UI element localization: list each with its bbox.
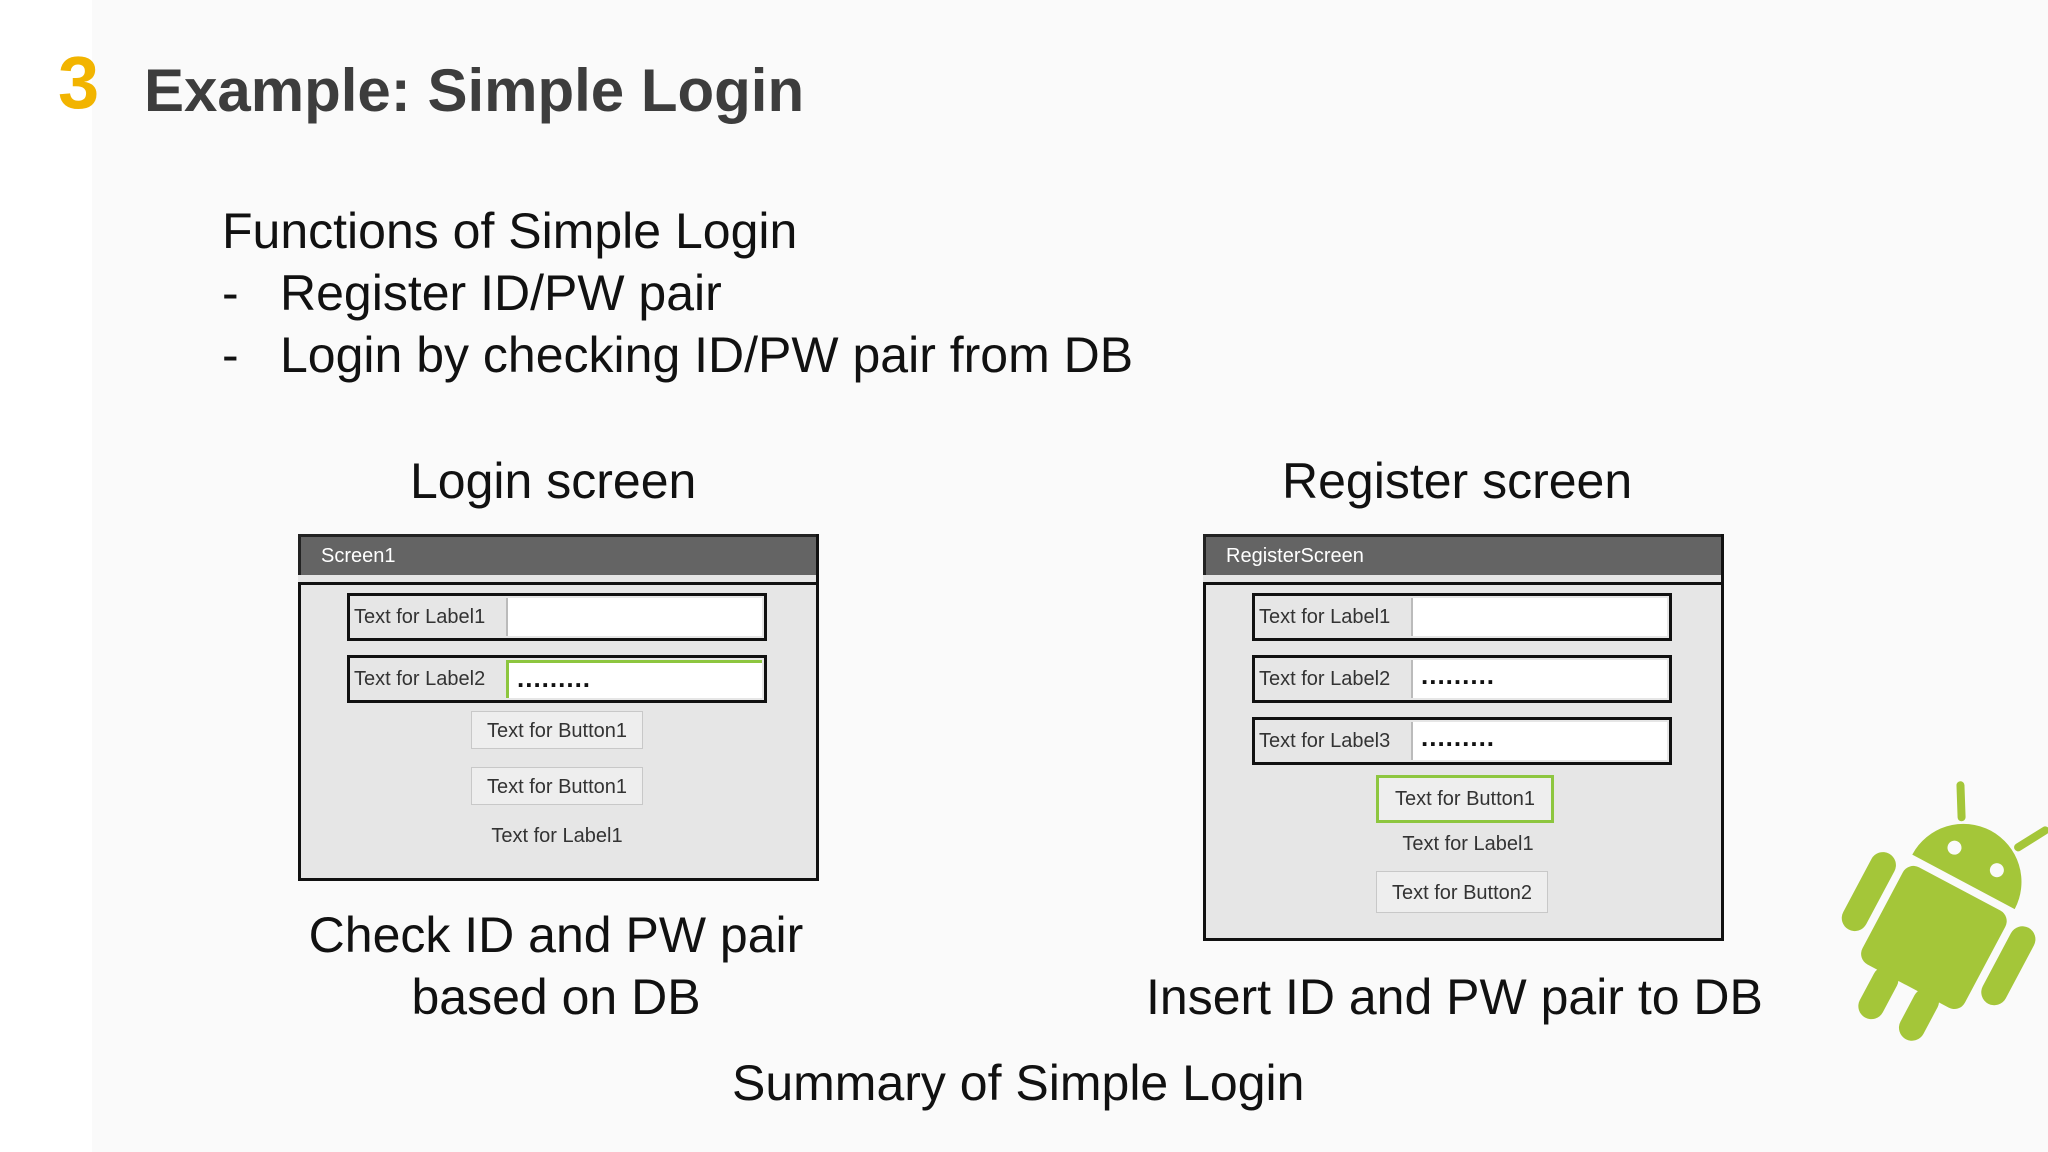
pw-label: Text for Label2 xyxy=(354,668,486,690)
id-input[interactable] xyxy=(506,598,762,636)
functions-heading: Functions of Simple Login xyxy=(222,203,798,259)
register-screen-mockup: RegisterScreen Text for Label1 Text for … xyxy=(1203,534,1724,941)
register-screen-heading: Register screen xyxy=(1282,453,1633,509)
function-item: - Login by checking ID/PW pair from DB xyxy=(222,324,1133,386)
pw-input[interactable]: ......... xyxy=(506,660,762,698)
login-pw-row: Text for Label2 ......... xyxy=(347,655,767,703)
functions-list: Functions of Simple Login - Register ID/… xyxy=(222,200,1133,386)
summary-caption: Summary of Simple Login xyxy=(732,1055,1305,1111)
register-id-row: Text for Label1 xyxy=(1252,593,1672,641)
id-label: Text for Label1 xyxy=(354,606,486,628)
login-screen-heading: Login screen xyxy=(410,453,697,509)
register-window-body: Text for Label1 Text for Label2 ........… xyxy=(1203,582,1721,938)
login-status-label: Text for Label1 xyxy=(491,825,623,847)
android-robot-icon xyxy=(1841,781,2048,1041)
pw-confirm-input[interactable]: ......... xyxy=(1411,722,1667,760)
login-window-body: Text for Label1 Text for Label2 ........… xyxy=(298,582,816,878)
register-pw-confirm-row: Text for Label3 ......... xyxy=(1252,717,1672,765)
bullet-dash: - xyxy=(222,327,239,383)
login-caption-line1: Check ID and PW pair xyxy=(308,907,804,963)
back-button[interactable]: Text for Button2 xyxy=(1376,871,1548,913)
function-text: Login by checking ID/PW pair from DB xyxy=(280,327,1134,383)
pw-input[interactable]: ......... xyxy=(1411,660,1667,698)
register-window-titlebar: RegisterScreen xyxy=(1203,534,1721,575)
pw-label: Text for Label2 xyxy=(1259,668,1391,690)
slide-title: Example: Simple Login xyxy=(144,57,805,124)
login-id-row: Text for Label1 xyxy=(347,593,767,641)
login-caption-line2: based on DB xyxy=(411,969,701,1025)
id-input[interactable] xyxy=(1411,598,1667,636)
login-window-titlebar: Screen1 xyxy=(298,534,816,575)
register-submit-button[interactable]: Text for Button1 xyxy=(1376,775,1554,823)
bullet-dash: - xyxy=(222,265,239,321)
id-label: Text for Label1 xyxy=(1259,606,1391,628)
register-caption: Insert ID and PW pair to DB xyxy=(1146,969,1763,1025)
register-nav-button[interactable]: Text for Button1 xyxy=(471,767,643,805)
function-item: - Register ID/PW pair xyxy=(222,262,1133,324)
register-status-label: Text for Label1 xyxy=(1402,833,1534,855)
login-caption: Check ID and PW pair based on DB xyxy=(300,904,812,1028)
function-text: Register ID/PW pair xyxy=(280,265,722,321)
pw-confirm-label: Text for Label3 xyxy=(1259,730,1391,752)
section-number: 3 xyxy=(58,41,100,124)
login-button[interactable]: Text for Button1 xyxy=(471,711,643,749)
register-pw-row: Text for Label2 ......... xyxy=(1252,655,1672,703)
login-screen-mockup: Screen1 Text for Label1 Text for Label2 … xyxy=(298,534,819,881)
